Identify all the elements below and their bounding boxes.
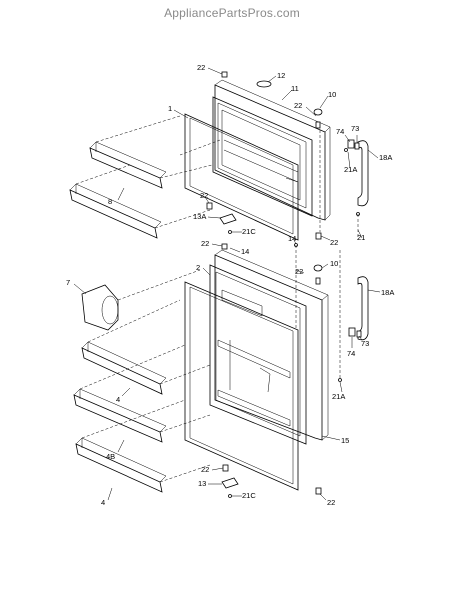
callout-18a: 18A	[379, 153, 392, 162]
callout-8: 8	[108, 197, 112, 206]
fresh-food-door	[209, 249, 329, 445]
fresh-food-gasket	[184, 281, 299, 491]
callout-22: 22	[294, 101, 302, 110]
watermark: AppliancePartsPros.com	[164, 6, 300, 20]
callout-10: 10	[328, 90, 336, 99]
callout-14: 14	[288, 234, 296, 243]
callout-22: 22	[330, 238, 338, 247]
callout-7: 7	[66, 278, 70, 287]
freezer-door	[212, 79, 331, 221]
callout-10: 10	[330, 259, 338, 268]
dairy-bin	[81, 284, 119, 331]
callout-22: 22	[201, 465, 209, 474]
fresh-food-hardware	[221, 243, 362, 498]
freezer-hardware	[206, 71, 360, 240]
callout-21c: 21C	[242, 491, 256, 500]
callout-74: 74	[336, 127, 344, 136]
callout-11: 11	[291, 84, 299, 93]
callout-2: 2	[196, 263, 200, 272]
callout-21: 21	[357, 233, 365, 242]
callout-12: 12	[277, 71, 285, 80]
callout-74: 74	[347, 349, 355, 358]
callout-18a: 18A	[381, 288, 394, 297]
callout-15: 15	[341, 436, 349, 445]
fresh-food-handle	[357, 276, 369, 341]
callout-22: 22	[197, 63, 205, 72]
callout-13: 13	[198, 479, 206, 488]
callout-4: 4	[101, 498, 105, 507]
callout-22: 22	[201, 239, 209, 248]
callout-73: 73	[361, 339, 369, 348]
freezer-gasket	[184, 113, 299, 241]
callout-labels: 22 12 11 1 22 10 74 73 18A 21A 8 22 13A …	[66, 63, 394, 507]
callout-4: 4	[116, 395, 120, 404]
leader-lines	[73, 67, 381, 501]
callout-22: 22	[295, 267, 303, 276]
callout-4b: 4B	[106, 452, 115, 461]
freezer-handle	[357, 140, 369, 207]
callout-21a: 21A	[332, 392, 345, 401]
callout-21a: 21A	[344, 165, 357, 174]
callout-13a: 13A	[193, 212, 206, 221]
callout-21c: 21C	[242, 227, 256, 236]
callout-73: 73	[351, 124, 359, 133]
freezer-shelves	[69, 141, 167, 239]
callout-22: 22	[200, 191, 208, 200]
callout-1: 1	[168, 104, 172, 113]
fresh-food-shelves	[73, 341, 167, 493]
callout-14: 14	[241, 247, 249, 256]
callout-22: 22	[327, 498, 335, 507]
